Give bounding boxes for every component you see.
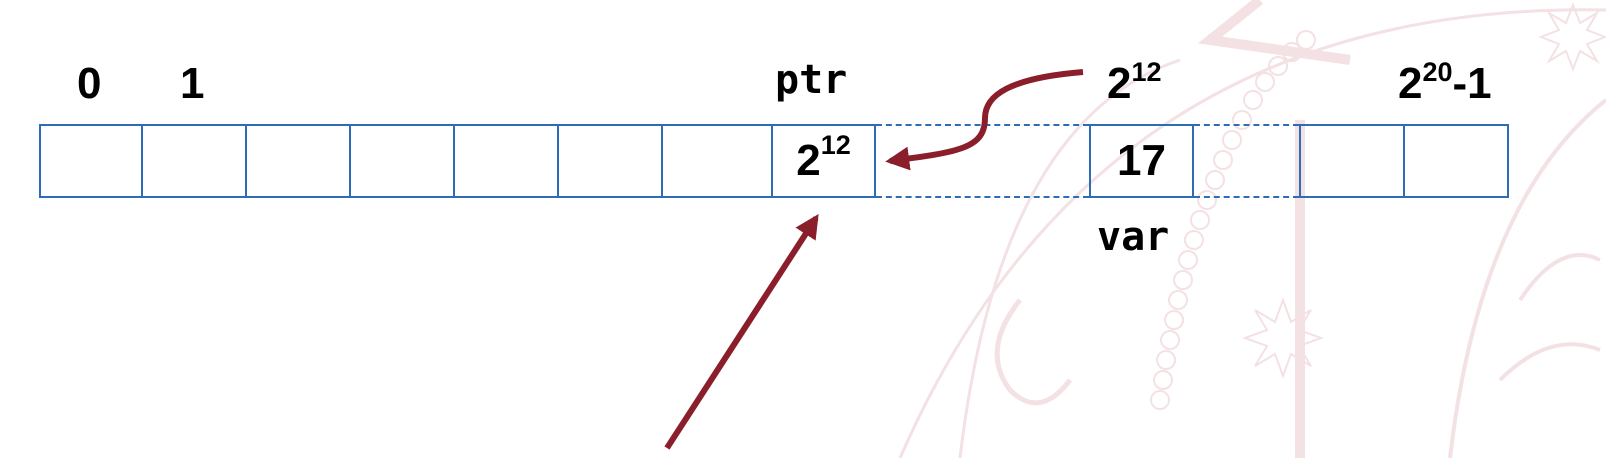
memory-cell-var [1089, 124, 1194, 198]
pointer-arrow [885, 69, 1084, 171]
address-var-exponent: 12 [1131, 57, 1162, 87]
dashed-border-bottom-2 [1194, 196, 1299, 198]
ptr-value-base: 2 [796, 136, 821, 185]
address-var-base: 2 [1107, 59, 1132, 108]
memory-cell-last [1403, 124, 1509, 198]
dashed-border-bottom-1 [876, 196, 1089, 198]
var-cell-value: 17 [1117, 136, 1166, 185]
address-last-base: 2 [1398, 59, 1423, 108]
address-label-0: 0 [77, 59, 102, 108]
ptr-value-exponent: 12 [820, 129, 851, 160]
ptr-label: ptr [775, 57, 848, 103]
address-label-last: 220-1 [1398, 59, 1492, 108]
address-label-var: 212 [1107, 59, 1162, 108]
indicator-arrow [664, 213, 819, 450]
address-last-exponent: 20 [1422, 57, 1453, 87]
var-label: var [1097, 214, 1170, 260]
address-label-1: 1 [180, 59, 205, 108]
address-last-suffix: -1 [1452, 59, 1492, 108]
dashed-border-top-2 [1194, 124, 1299, 126]
memory-cell-ptr [771, 124, 876, 198]
